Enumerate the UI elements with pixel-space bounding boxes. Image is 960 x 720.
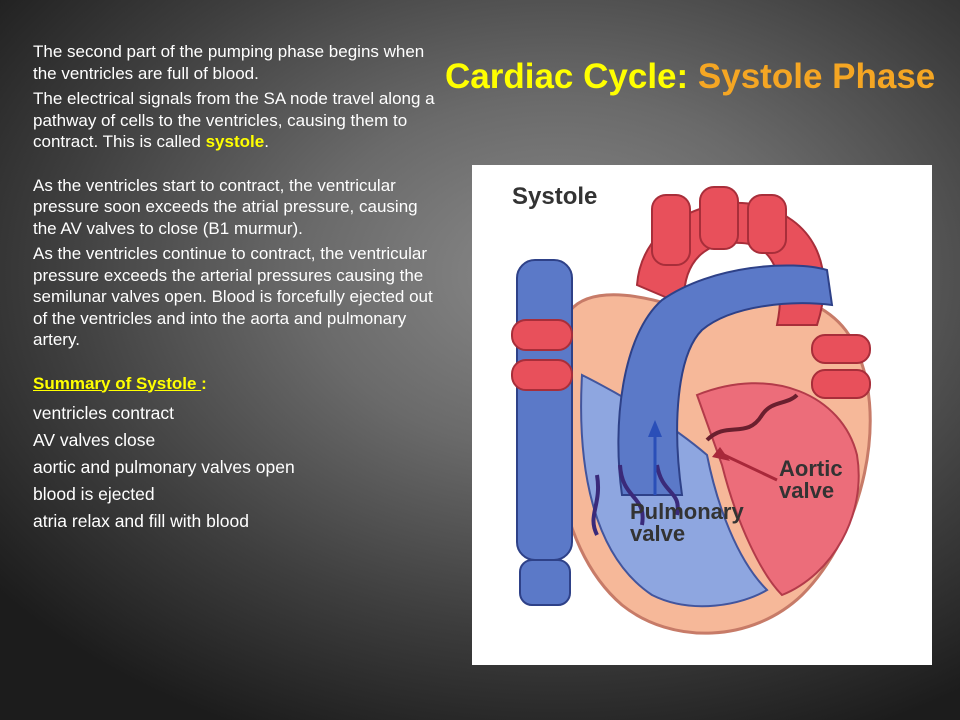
pulmonary-vein	[511, 319, 573, 351]
heart-illustration	[511, 186, 872, 635]
paragraph-electrical-end: .	[264, 132, 269, 151]
paragraph-intro: The second part of the pumping phase beg…	[33, 42, 425, 83]
aortic-branch	[747, 194, 787, 254]
body-text: The second part of the pumping phase beg…	[33, 41, 443, 535]
summary-list: ventricles contract AV valves close aort…	[33, 400, 443, 535]
aortic-pointer-arrowhead	[712, 447, 730, 461]
paragraph-electrical-text: The electrical signals from the SA node …	[33, 89, 435, 151]
paragraph-semilunar: As the ventricles continue to contract, …	[33, 244, 433, 349]
aortic-branch	[651, 194, 691, 266]
superior-vena-cava	[516, 259, 573, 561]
title-main: Cardiac Cycle:	[445, 57, 689, 96]
systole-keyword: systole	[205, 132, 265, 151]
pulmonary-vein	[811, 334, 871, 364]
heart-diagram: Systole Aortic valve Pulmonary valve	[472, 165, 932, 665]
left-ventricle	[695, 382, 860, 597]
pulmonary-valve	[618, 464, 680, 526]
aortic-valve	[705, 393, 799, 442]
summary-item: ventricles contract	[33, 403, 175, 423]
aortic-branch	[699, 186, 739, 250]
diagram-label-aortic-valve: Aortic valve	[779, 458, 843, 502]
paragraph-av-valves: As the ventricles start to contract, the…	[33, 175, 418, 238]
blood-flow-arrowhead	[648, 420, 662, 437]
summary-item: AV valves close	[33, 430, 156, 450]
diagram-label-pulmonary-valve: Pulmonary valve	[630, 501, 744, 545]
aortic-label-line: Aortic	[779, 456, 843, 481]
pulmonary-vein	[511, 359, 573, 391]
pulmonary-vein	[811, 369, 871, 399]
summary-item: atria relax and fill with blood	[33, 511, 249, 531]
pulmonary-artery	[617, 264, 834, 496]
aortic-pointer-line	[723, 453, 778, 482]
summary-heading-label: Summary of Systole	[33, 373, 202, 393]
summary-item: aortic and pulmonary valves open	[33, 457, 295, 477]
summary-heading-colon: :	[201, 373, 207, 393]
summary-item: blood is ejected	[33, 484, 155, 504]
pulmonary-valve-leaflet	[591, 474, 600, 536]
aortic-label-line: valve	[779, 478, 835, 503]
slide-title: Cardiac Cycle: Systole Phase	[445, 54, 955, 100]
summary-heading: Summary of Systole :	[33, 373, 443, 395]
inferior-vena-cava	[519, 559, 571, 606]
paragraph-electrical: The electrical signals from the SA node …	[33, 88, 443, 153]
title-phase: Systole Phase	[697, 57, 936, 96]
pulmonary-label-line: Pulmonary	[630, 499, 744, 524]
diagram-label-systole: Systole	[512, 183, 598, 210]
pulmonary-label-line: valve	[630, 521, 686, 546]
